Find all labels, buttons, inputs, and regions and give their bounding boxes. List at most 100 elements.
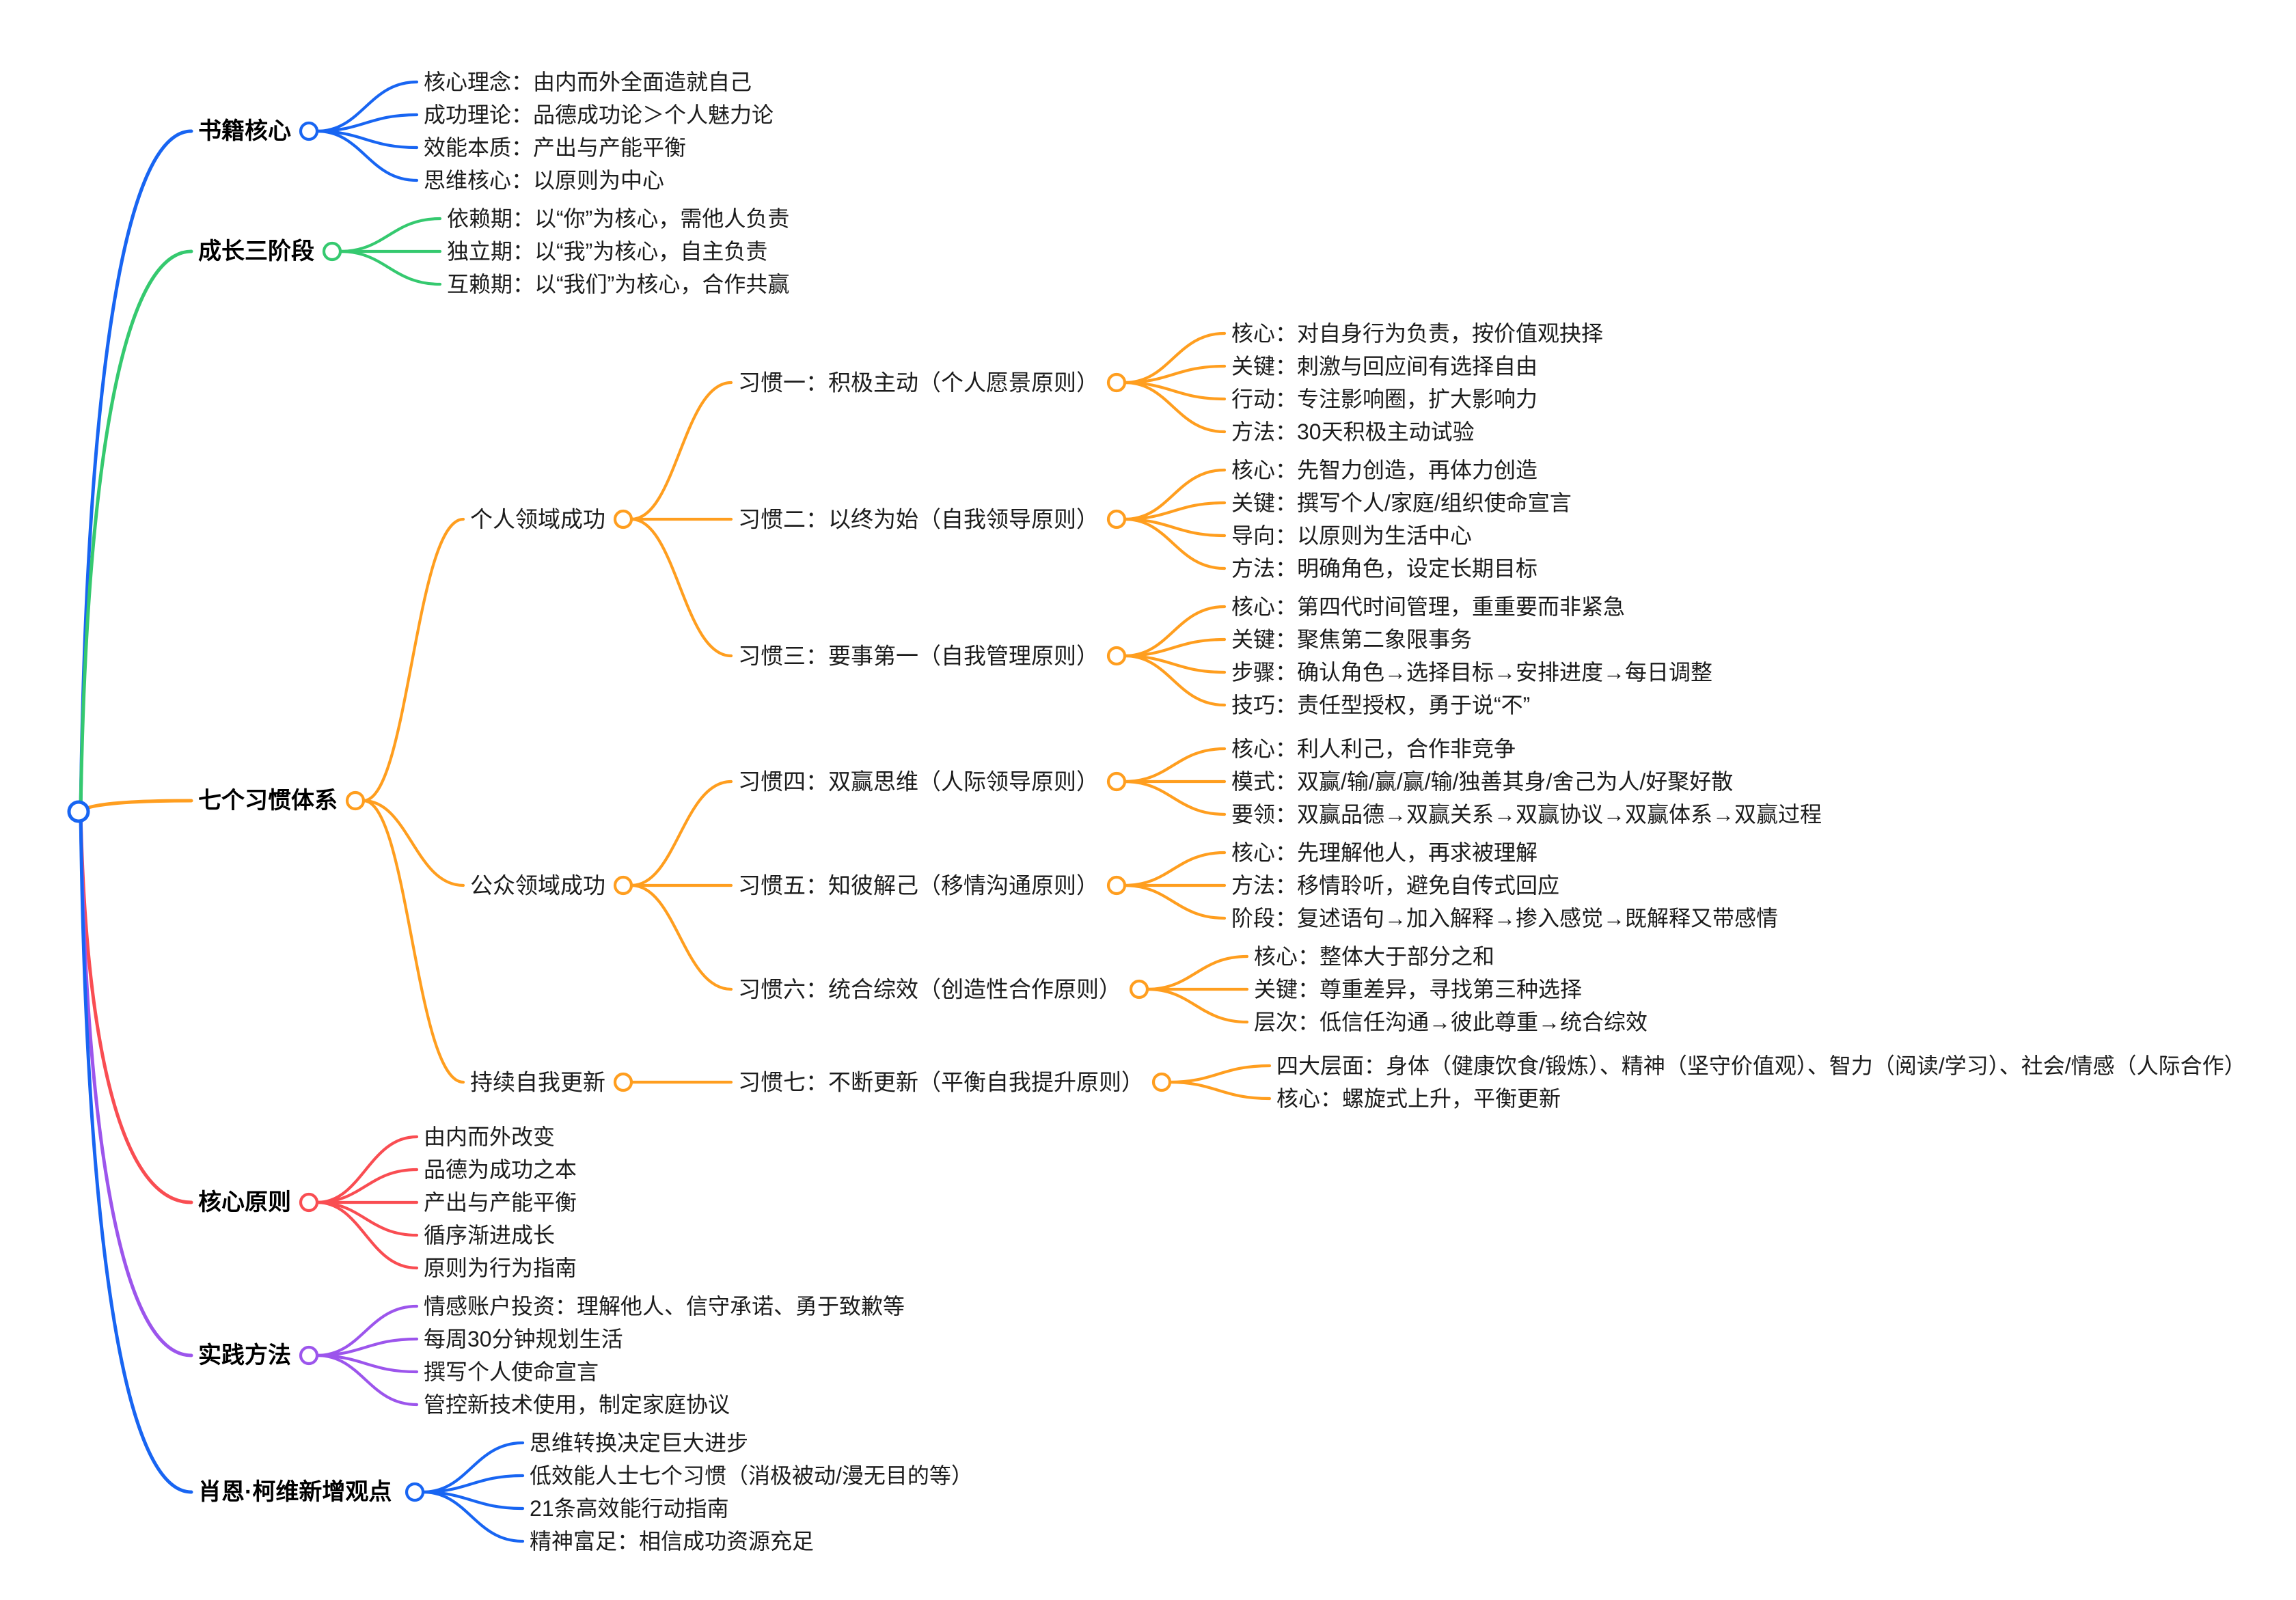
- subtopic-label[interactable]: 习惯七：不断更新（平衡自我提升原则）: [738, 1070, 1144, 1095]
- detail-node-label[interactable]: 层次：低信任沟通→彼此尊重→统合综效: [1254, 1010, 1648, 1034]
- node-connector-circle[interactable]: [1106, 372, 1127, 393]
- detail-node-label[interactable]: 成功理论：品德成功论＞个人魅力论: [424, 102, 774, 127]
- detail-node-label[interactable]: 核心理念：由内而外全面造就自己: [424, 70, 752, 94]
- subtopic-label[interactable]: 习惯二：以终为始（自我领导原则）: [738, 507, 1099, 532]
- detail-node-label[interactable]: 要领：双赢品德→双赢关系→双赢协议→双赢体系→双赢过程: [1231, 802, 1822, 827]
- detail-node-label[interactable]: 核心：对自身行为负责，按价值观抉择: [1231, 321, 1603, 346]
- branch-edge: [315, 1168, 419, 1204]
- detail-node-label[interactable]: 互赖期：以“我们”为核心，合作共赢: [447, 272, 789, 296]
- subtopic-label[interactable]: 习惯六：统合综效（创造性合作原则）: [738, 977, 1121, 1002]
- detail-node-label[interactable]: 低效能人士七个习惯（消极被动/漫无目的等）: [530, 1463, 973, 1488]
- detail-node-label[interactable]: 模式：双赢/输/赢/赢/输/独善其身/舍己为人/好聚好散: [1231, 769, 1733, 794]
- detail-node-label[interactable]: 效能本质：产出与产能平衡: [424, 135, 686, 160]
- branch-edge: [361, 799, 465, 887]
- detail-node-label[interactable]: 由内而外改变: [424, 1125, 555, 1149]
- node-connector-circle[interactable]: [613, 509, 633, 529]
- detail-node-label[interactable]: 方法：30天积极主动试验: [1231, 419, 1475, 444]
- branch-edge: [1123, 654, 1227, 707]
- detail-node-label[interactable]: 行动：专注影响圈，扩大影响力: [1231, 387, 1538, 411]
- detail-node-label[interactable]: 核心：第四代时间管理，重重要而非紧急: [1231, 594, 1625, 619]
- subtopic-label[interactable]: 习惯一：积极主动（个人愿景原则）: [738, 370, 1099, 396]
- detail-node-label[interactable]: 关键：尊重差异，寻找第三种选择: [1254, 977, 1582, 1002]
- main-topic-label[interactable]: 成长三阶段: [198, 238, 314, 264]
- detail-node-label[interactable]: 思维转换决定巨大进步: [530, 1431, 748, 1455]
- node-connector-circle[interactable]: [405, 1482, 425, 1502]
- branch-edge: [1123, 851, 1227, 887]
- node-connector-circle[interactable]: [1151, 1072, 1172, 1092]
- branch-edge: [315, 129, 419, 182]
- detail-node-label[interactable]: 步骤：确认角色→选择目标→安排进度→每日调整: [1231, 660, 1712, 685]
- branch-edge: [361, 517, 465, 803]
- node-connector-circle[interactable]: [1106, 509, 1127, 529]
- root-node-circle[interactable]: [67, 800, 90, 823]
- subtopic-label[interactable]: 习惯三：要事第一（自我管理原则）: [738, 644, 1099, 669]
- detail-node-label[interactable]: 情感账户投资：理解他人、信守承诺、勇于致歉等: [424, 1294, 905, 1319]
- detail-node-label[interactable]: 独立期：以“我”为核心，自主负责: [447, 239, 767, 264]
- branch-edge: [361, 799, 465, 1084]
- detail-node-label[interactable]: 四大层面：身体（健康饮食/锻炼）、精神（坚守价值观）、智力（阅读/学习）、社会/…: [1276, 1053, 2246, 1078]
- detail-node-label[interactable]: 循序渐进成长: [424, 1223, 555, 1247]
- detail-node-label[interactable]: 关键：聚焦第二象限事务: [1231, 627, 1472, 652]
- detail-node-label[interactable]: 核心：螺旋式上升，平衡更新: [1276, 1086, 1561, 1111]
- main-topic-label[interactable]: 书籍核心: [198, 118, 291, 144]
- detail-node-label[interactable]: 每周30分钟规划生活: [424, 1327, 623, 1351]
- detail-node-label[interactable]: 品德为成功之本: [424, 1157, 577, 1182]
- detail-node-label[interactable]: 方法：移情聆听，避免自传式回应: [1231, 873, 1559, 898]
- nodes-layer: 书籍核心 核心理念：由内而外全面造就自己成功理论：品德成功论＞个人魅力论效能本质：…: [67, 70, 2246, 1554]
- detail-node-label[interactable]: 21条高效能行动指南: [530, 1496, 729, 1521]
- branch-edge: [79, 810, 193, 1494]
- node-connector-circle[interactable]: [1106, 875, 1127, 896]
- detail-node-label[interactable]: 管控新技术使用，制定家庭协议: [424, 1392, 730, 1417]
- detail-node-label[interactable]: 思维核心：以原则为中心: [424, 168, 664, 193]
- main-topic-label[interactable]: 实践方法: [198, 1342, 291, 1368]
- edges-layer: [79, 80, 1272, 1543]
- main-topic-label[interactable]: 肖恩·柯维新增观点: [198, 1479, 392, 1505]
- node-connector-circle[interactable]: [299, 1192, 319, 1213]
- branch-edge: [1145, 987, 1249, 1024]
- node-connector-circle[interactable]: [299, 1345, 319, 1366]
- node-connector-circle[interactable]: [1106, 646, 1127, 666]
- detail-node-label[interactable]: 技巧：责任型授权，勇于说“不”: [1231, 693, 1530, 717]
- node-connector-circle[interactable]: [1129, 979, 1149, 999]
- detail-node-label[interactable]: 核心：先智力创造，再体力创造: [1231, 458, 1538, 482]
- detail-node-label[interactable]: 精神富足：相信成功资源充足: [530, 1529, 814, 1554]
- subtopic-label[interactable]: 习惯四：双赢思维（人际领导原则）: [738, 769, 1099, 795]
- detail-node-label[interactable]: 撰写个人使命宣言: [424, 1360, 599, 1384]
- node-connector-circle[interactable]: [345, 790, 366, 811]
- subtopic-label[interactable]: 习惯五：知彼解己（移情沟通原则）: [738, 873, 1099, 898]
- detail-node-label[interactable]: 核心：整体大于部分之和: [1254, 944, 1494, 969]
- branch-edge: [1123, 780, 1227, 816]
- subtopic-label[interactable]: 公众领域成功: [470, 873, 605, 898]
- branch-edge: [629, 780, 733, 887]
- detail-node-label[interactable]: 关键：刺激与回应间有选择自由: [1231, 354, 1538, 378]
- node-connector-circle[interactable]: [613, 875, 633, 896]
- branch-edge: [1123, 747, 1227, 784]
- detail-node-label[interactable]: 产出与产能平衡: [424, 1190, 577, 1215]
- detail-node-label[interactable]: 依赖期：以“你”为核心，需他人负责: [447, 206, 789, 231]
- branch-edge: [338, 217, 442, 253]
- subtopic-label[interactable]: 持续自我更新: [470, 1070, 605, 1095]
- node-connector-circle[interactable]: [613, 1072, 633, 1092]
- detail-node-label[interactable]: 方法：明确角色，设定长期目标: [1231, 556, 1538, 581]
- main-topic-label[interactable]: 七个习惯体系: [198, 788, 338, 814]
- branch-edge: [1123, 517, 1227, 570]
- detail-node-label[interactable]: 核心：先理解他人，再求被理解: [1231, 840, 1538, 865]
- branch-edge: [79, 810, 193, 1204]
- node-connector-circle[interactable]: [1106, 771, 1127, 792]
- detail-node-label[interactable]: 原则为行为指南: [424, 1256, 577, 1280]
- branch-edge: [315, 1200, 419, 1270]
- subtopic-label[interactable]: 个人领域成功: [470, 507, 605, 532]
- branch-edge: [629, 381, 733, 521]
- detail-node-label[interactable]: 关键：撰写个人/家庭/组织使命宣言: [1231, 491, 1572, 515]
- branch-edge: [1168, 1064, 1272, 1084]
- branch-edge: [315, 1200, 419, 1237]
- node-connector-circle[interactable]: [299, 121, 319, 141]
- branch-edge: [338, 249, 442, 286]
- branch-edge: [79, 249, 193, 814]
- detail-node-label[interactable]: 核心：利人利己，合作非竞争: [1231, 736, 1516, 761]
- detail-node-label[interactable]: 阶段：复述语句→加入解释→掺入感觉→既解释又带感情: [1231, 906, 1778, 930]
- node-connector-circle[interactable]: [322, 241, 342, 262]
- main-topic-label[interactable]: 核心原则: [198, 1189, 291, 1215]
- detail-node-label[interactable]: 导向：以原则为生活中心: [1231, 523, 1472, 548]
